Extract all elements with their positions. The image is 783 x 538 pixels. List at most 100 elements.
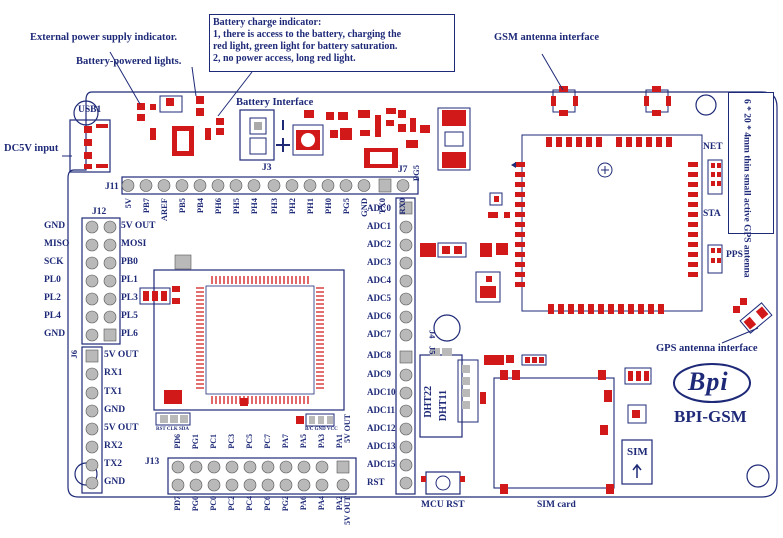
j12-label: J12 [92, 207, 107, 217]
gps-antenna-box: 6 * 20 * 4mm thin small active GPS anten… [728, 92, 774, 278]
j13-top-pin-label: PC3 [227, 434, 236, 449]
top-header-pins-pin-label: PH1 [305, 198, 315, 215]
j6-pins-pin-label: 5V OUT [104, 350, 139, 360]
j13-top-pin-label: PA5 [299, 434, 308, 449]
charge-indicator-box: Battery charge indicator: 1, there is ac… [209, 14, 455, 72]
board-name: BPI-GSM [674, 407, 747, 426]
top-header-pins-pin-label: PG5 [411, 165, 421, 182]
top-header-pins-pin-label: PH2 [287, 198, 297, 215]
dc5v-input-label: DC5V input [4, 143, 59, 154]
j6-label: J6 [69, 350, 79, 359]
j13-top-pin-label: PG1 [191, 434, 200, 450]
adc-pins-pin-label: ADC9 [367, 369, 391, 379]
rst-clk-label: RST CLK SDA [156, 427, 189, 432]
top-header-pins-pin-label: PH3 [269, 198, 279, 215]
adc-pins-pin-label: ADC0 [367, 203, 391, 213]
ext-power-label: External power supply indicator. [30, 32, 178, 43]
battery-interface-label: Battery Interface [236, 97, 314, 108]
j13-label: J13 [145, 457, 160, 467]
j5-label: J5 [427, 346, 438, 355]
j13-bottom-pin-label: 5V OUT [343, 496, 352, 525]
j12-right-pin-label: MOSI [121, 239, 147, 249]
adc-pins-pin-label: ADC4 [367, 275, 391, 285]
j6-pins-pin-label: RX2 [104, 441, 123, 451]
j12-right-pin-label: 5V OUT [121, 221, 156, 231]
j13-top-pin-label: PA3 [317, 434, 326, 449]
j13-bottom-pin-label: PC4 [245, 496, 254, 511]
j12-left-pin-label: GND [44, 329, 66, 339]
j12-right-pin-label: PL3 [121, 293, 138, 303]
gps-antenna-text: 6 * 20 * 4mm thin small active GPS anten… [741, 99, 752, 278]
j4-label: J4 [427, 330, 438, 339]
top-header-pins-pin-label: PH5 [231, 198, 241, 215]
adc-pins-pin-label: ADC3 [367, 257, 391, 267]
j13-bottom-pin-label: PG0 [191, 496, 200, 512]
j13-bottom-pin-label: PA6 [299, 496, 308, 511]
adc-pins-pin-label: ADC1 [367, 221, 391, 231]
j12-right-pin-label: PL5 [121, 311, 138, 321]
j12-right-pin-label: PL1 [121, 275, 138, 285]
j11-label: J11 [105, 182, 119, 192]
usb-label: USB1 [78, 105, 102, 115]
j13-top-pin-label: PA7 [281, 434, 290, 449]
adc-pins-pin-label: ADC10 [367, 387, 396, 397]
top-header-pins-pin-label: PG5 [341, 198, 351, 215]
sim-chip-label: SIM [627, 446, 648, 458]
charge-line-1: 1, there is access to the battery, charg… [213, 29, 402, 40]
adc-pins-pin-label: ADC5 [367, 293, 391, 303]
j13-bottom-pin-label: PD7 [173, 496, 182, 511]
j7-label: J7 [398, 165, 408, 175]
j13-top-pin-label: 5V OUT [343, 414, 352, 443]
j13-top-pin-label: PC1 [209, 434, 218, 449]
j13-bottom-pin-label: PC0 [209, 496, 218, 511]
charge-title: Battery charge indicator: [213, 17, 322, 28]
mcu-pins [196, 276, 324, 404]
j11-pins [121, 178, 410, 193]
j13-bottom-pin-label: PG2 [281, 496, 290, 512]
net-label: NET [703, 142, 723, 152]
sta-label: STA [703, 209, 721, 219]
adc-pins-pin-label: ADC6 [367, 311, 391, 321]
j12-left-pin-label: GND [44, 221, 66, 231]
j13-bottom-pin-label: PC2 [227, 496, 236, 511]
top-header-pins-pin-label: AREF [159, 198, 169, 222]
adc-pins-pin-label: ADC13 [367, 441, 396, 451]
j6-pins-pin-label: TX2 [104, 459, 122, 469]
top-header-pins-pin-label: PB4 [195, 198, 205, 214]
j6-pins-pin-label: GND [104, 477, 126, 487]
j13-bottom-pin-label: PC6 [263, 496, 272, 511]
j6-pins-pin-label: TX1 [104, 387, 122, 397]
adc-pins-pin-label: ADC12 [367, 423, 396, 433]
bat-header-label: B/C GND VCC [305, 427, 338, 432]
j6-pins-pin-label: RX1 [104, 368, 123, 378]
adc-pins-pin-label: ADC8 [367, 350, 391, 360]
sim-card-label: SIM card [537, 500, 576, 510]
j13-top-pin-label: PD6 [173, 434, 182, 449]
pps-label: PPS [726, 250, 743, 260]
adc-pins-pin-label: ADC11 [367, 405, 396, 415]
top-header-pins-pin-label: RX0 [397, 198, 407, 215]
top-header-pins-pin-label: 5V [123, 198, 133, 209]
adc-pins-pin-label: ADC15 [367, 459, 396, 469]
top-header-pins-pin-label: PH0 [323, 198, 333, 215]
j12-left-pin-label: PL0 [44, 275, 61, 285]
j6-pins-pin-label: 5V OUT [104, 423, 139, 433]
charge-line-3: 2, no power access, long red light. [213, 53, 356, 64]
bpi-logo: Bpi [688, 367, 729, 396]
adc-pins-pin-label: ADC2 [367, 239, 391, 249]
gps-interface-label: GPS antenna interface [656, 343, 758, 354]
j12-left-pin-label: MISO [44, 239, 70, 249]
j12-left-pin-label: SCK [44, 257, 64, 267]
adc-pins-pin-label: RST [367, 477, 385, 487]
j12-left-pin-label: PL4 [44, 311, 61, 321]
j13-top-pin-label: PC7 [263, 434, 272, 449]
gsm-pads [515, 137, 698, 314]
j12-right-pin-label: PL6 [121, 329, 138, 339]
j13-bottom-pin-label: PA4 [317, 496, 326, 511]
gsm-antenna-label: GSM antenna interface [494, 32, 599, 43]
mcu-rst-label: MCU RST [421, 500, 465, 510]
dht22-label: DHT22 [423, 386, 434, 418]
top-header-pins-pin-label: PB5 [177, 198, 187, 214]
top-header-pins-pin-label: PH4 [249, 198, 259, 215]
